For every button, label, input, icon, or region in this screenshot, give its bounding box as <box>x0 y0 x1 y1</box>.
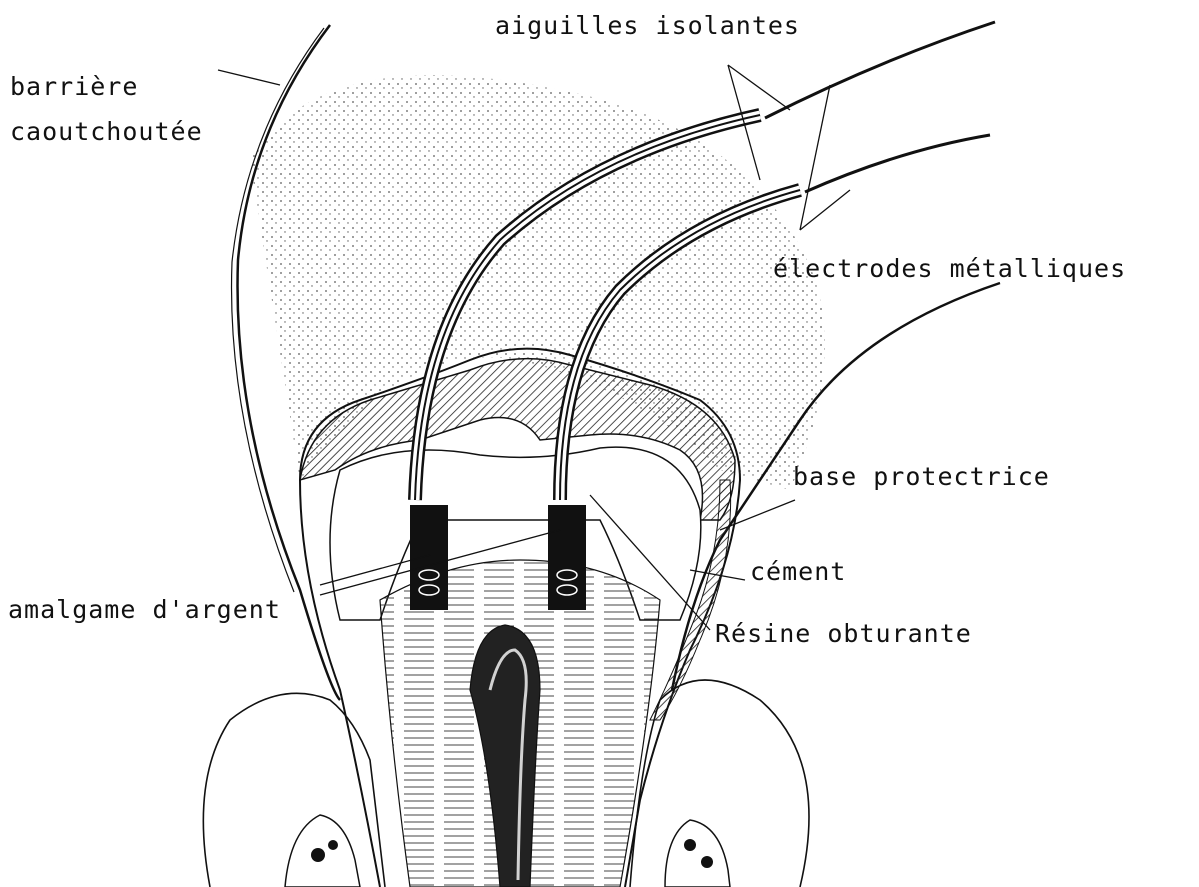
label-base-protectrice: base protectrice <box>793 462 1050 491</box>
label-cement: cément <box>750 557 846 586</box>
label-aiguilles: aiguilles isolantes <box>495 11 800 40</box>
label-barriere-line1: barrière <box>10 72 138 101</box>
label-amalgame: amalgame d'argent <box>8 595 281 624</box>
bone-right <box>665 820 730 887</box>
label-barriere-line2: caoutchoutée <box>10 117 203 146</box>
label-resine: Résine obturante <box>715 619 972 648</box>
label-electrodes: électrodes métalliques <box>773 254 1126 283</box>
metal-electrode-right <box>805 135 990 192</box>
